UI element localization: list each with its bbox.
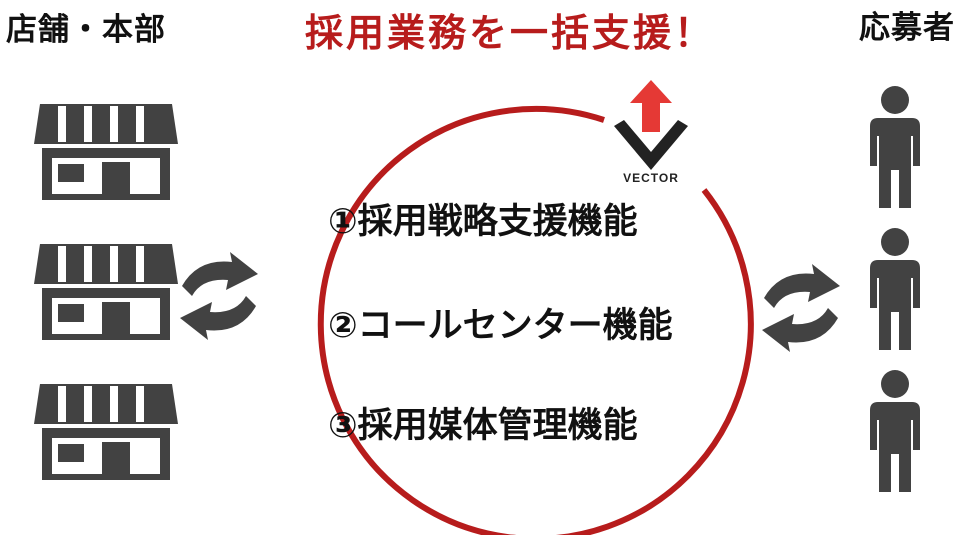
- storefront-icon: [34, 244, 178, 340]
- person-icon: [870, 86, 920, 208]
- function-item-strategy: ①採用戦略支援機能: [328, 202, 638, 242]
- exchange-arrows-icon: [180, 252, 258, 340]
- storefront-icon: [34, 104, 178, 200]
- header-title: 採用業務を一括支援！: [305, 11, 716, 55]
- vector-logo: VECTOR: [614, 80, 688, 185]
- function-item-call-center: ②コールセンター機能: [328, 306, 673, 346]
- header-right-label: 応募者: [859, 10, 955, 46]
- person-icon: [870, 370, 920, 492]
- storefront-icon: [34, 384, 178, 480]
- vector-logo-text: VECTOR: [623, 171, 679, 185]
- person-icon: [870, 228, 920, 350]
- exchange-arrows-icon: [762, 264, 840, 352]
- header-left-label: 店舗・本部: [6, 12, 166, 48]
- central-circle: [317, 105, 754, 535]
- function-item-media-management: ③採用媒体管理機能: [328, 406, 638, 446]
